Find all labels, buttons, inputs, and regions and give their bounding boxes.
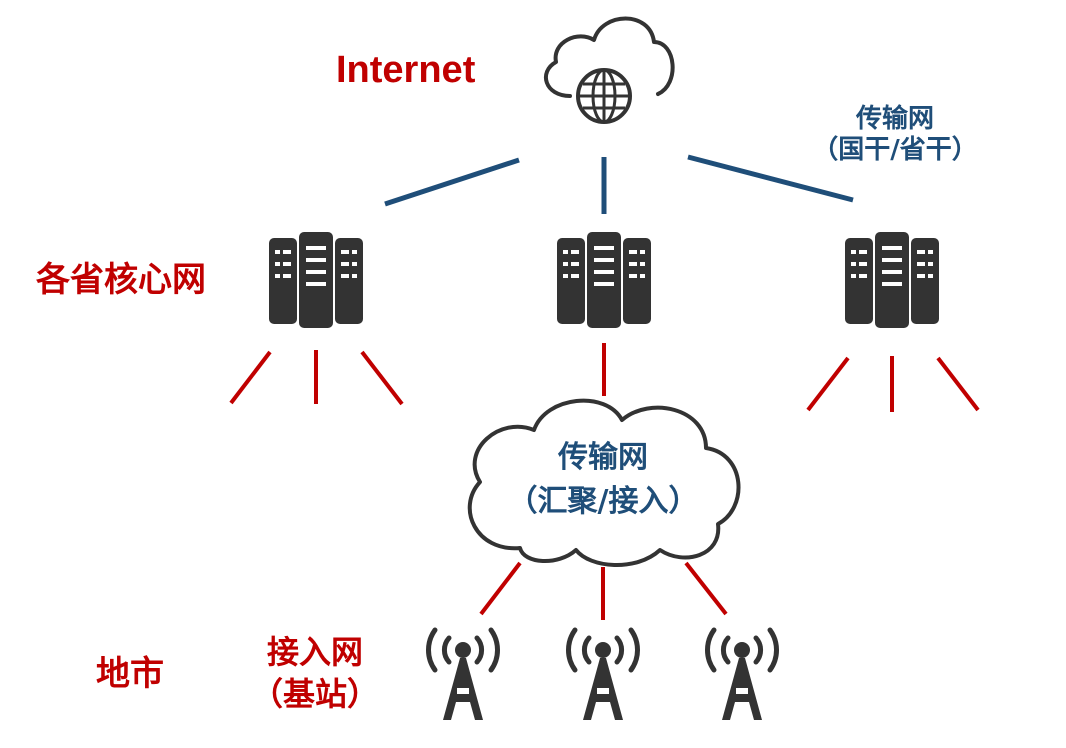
- transport-top-label-line2: （国干/省干）: [812, 135, 978, 166]
- cell-tower-icon: [566, 627, 640, 720]
- transport-top-label-line1: 传输网: [855, 104, 934, 134]
- transport-cloud-icon: [467, 398, 741, 568]
- city-label: 地市: [96, 654, 164, 694]
- access-network-label-line1: 接入网: [266, 633, 363, 671]
- link-internet-core-right: [687, 154, 854, 203]
- transport-mid-label: 传输网 （汇聚/接入）: [488, 436, 718, 523]
- link-core-left-down-3: [360, 350, 404, 406]
- transport-mid-label-line2: （汇聚/接入）: [507, 483, 699, 519]
- access-network-label: 接入网 （基站）: [240, 632, 390, 715]
- internet-cloud-globe-icon: [544, 16, 675, 124]
- cell-tower-icon: [705, 627, 779, 720]
- cell-tower-icon: [426, 627, 500, 720]
- transport-top-label: 传输网 （国干/省干）: [790, 104, 1000, 166]
- link-transport-tower-left: [479, 561, 522, 616]
- server-rack-icon: [269, 232, 363, 328]
- link-internet-core-left: [384, 157, 520, 207]
- link-transport-tower-right: [684, 561, 728, 616]
- server-rack-icon: [845, 232, 939, 328]
- internet-cloud-outline: [544, 16, 675, 98]
- internet-label: Internet: [336, 49, 476, 91]
- province-core-label: 各省核心网: [36, 260, 206, 300]
- link-core-right-down-1: [806, 356, 850, 412]
- access-network-label-line2: （基站）: [250, 674, 379, 713]
- link-core-left-down-1: [229, 350, 272, 405]
- server-rack-icon: [557, 232, 651, 328]
- transport-mid-label-line1: 传输网: [558, 440, 648, 475]
- link-core-right-down-3: [936, 356, 980, 412]
